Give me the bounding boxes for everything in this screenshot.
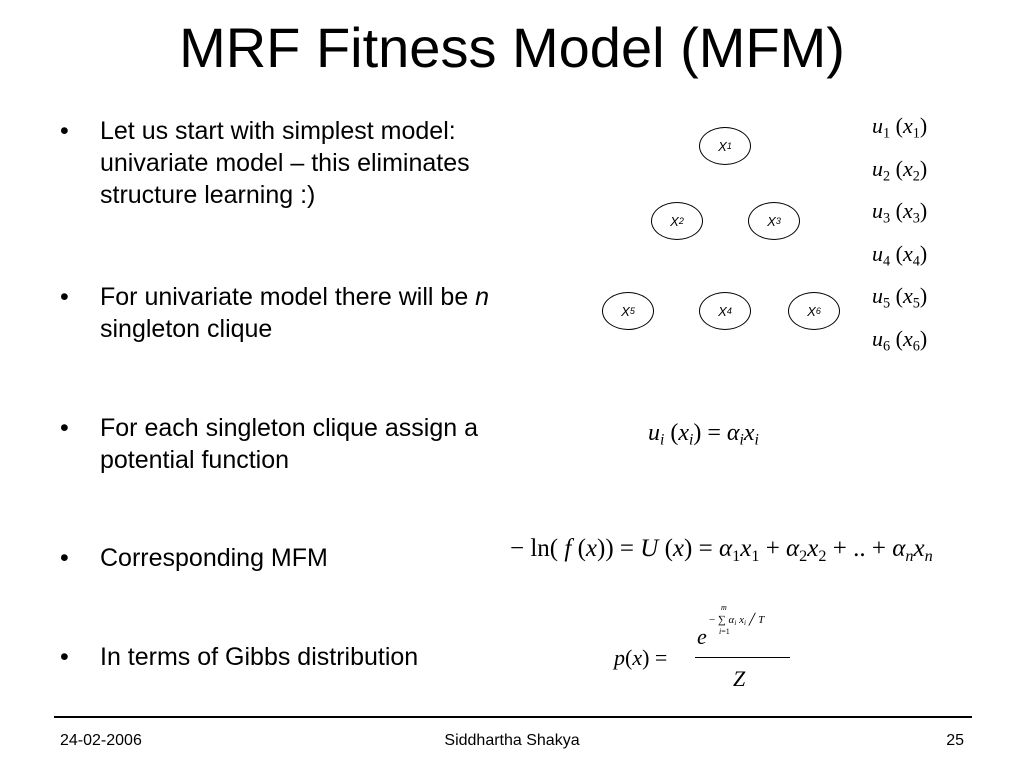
footer-author: Siddhartha Shakya (444, 732, 580, 749)
bullet-text: For univariate model there will be (100, 283, 476, 311)
potentials-list: u1 (x1) u2 (x2) u3 (x3) u4 (x4) u5 (x5) … (872, 105, 927, 360)
bullet-text: In terms of Gibbs distribution (100, 643, 419, 671)
potential-term: u4 (x4) (872, 240, 928, 269)
gibbs-denominator: Z (733, 666, 746, 691)
bullet-text: For each singleton clique assign a poten… (100, 414, 479, 474)
bullet-glyph: • (60, 414, 69, 442)
potential-term: u2 (x2) (872, 155, 928, 184)
potential-function-equation: ui (xi) = αixi (648, 420, 759, 449)
bullet-glyph: • (60, 544, 69, 572)
potential-term: u5 (x5) (872, 283, 928, 312)
potential-term: u6 (x6) (872, 325, 928, 354)
bullet-glyph: • (60, 117, 69, 145)
gibbs-exponent: m − ∑ αi xi ╱ T i=1 (709, 603, 765, 636)
gibbs-lhs: p(x) = (614, 645, 668, 670)
bullet-item: • In terms of Gibbs distribution (60, 641, 555, 673)
bullet-item: • Let us start with simplest model: univ… (60, 115, 555, 211)
bullet-emphasis: n (475, 283, 490, 311)
bullet-glyph: • (60, 283, 69, 311)
potential-term: u3 (x3) (872, 198, 928, 227)
bullet-item: • For each singleton clique assign a pot… (60, 412, 555, 476)
footer-divider (54, 716, 972, 718)
bullet-item: • For univariate model there will be n s… (60, 281, 555, 345)
bullet-item: • Corresponding MFM (60, 542, 555, 574)
footer-page-number: 25 (946, 732, 964, 749)
bullet-text: Corresponding MFM (100, 544, 328, 572)
fraction-bar (695, 657, 790, 658)
slide-title: MRF Fitness Model (MFM) (179, 16, 845, 79)
bullet-text: singleton clique (100, 315, 273, 343)
footer-date: 24-02-2006 (60, 732, 142, 749)
bullet-glyph: • (60, 643, 69, 671)
bullet-text: Let us start with simplest model: univar… (100, 117, 470, 209)
potential-term: u1 (x1) (872, 113, 928, 142)
mfm-equation: − ln( f (x)) = U (x) = α1x1 + α2x2 + .. … (510, 535, 933, 565)
gibbs-numerator-e: e (697, 624, 707, 649)
